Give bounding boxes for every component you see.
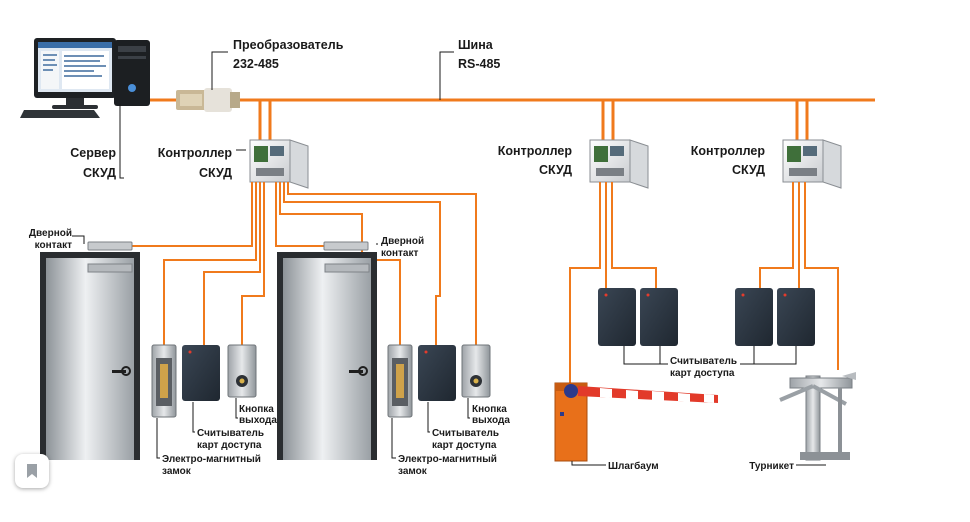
svg-text:Контроллер: Контроллер xyxy=(498,144,573,158)
svg-text:Шлагбаум: Шлагбаум xyxy=(608,460,659,472)
svg-text:Электро-магнитный: Электро-магнитный xyxy=(398,454,497,465)
svg-text:карт доступа: карт доступа xyxy=(197,440,262,451)
svg-text:карт доступа: карт доступа xyxy=(670,368,735,379)
card-reader-turnstile-a xyxy=(735,288,773,346)
svg-text:Преобразователь: Преобразователь xyxy=(233,38,344,52)
rs485-bus xyxy=(150,98,875,140)
svg-text:Считыватель: Считыватель xyxy=(432,428,499,439)
exit-button-1 xyxy=(227,344,257,398)
svg-text:Дверной: Дверной xyxy=(29,228,72,239)
leader-lines xyxy=(72,51,826,466)
turnstile xyxy=(779,372,856,461)
converter-232-485 xyxy=(176,88,240,112)
exit-button-1-label: Кнопка выхода xyxy=(239,404,277,426)
controller-3-label: Контроллер СКУД xyxy=(691,144,766,177)
server-computer xyxy=(20,38,150,118)
controller-1-label: Контроллер СКУД xyxy=(158,146,233,180)
svg-text:контакт: контакт xyxy=(35,240,72,251)
door-1 xyxy=(40,252,140,460)
svg-text:замок: замок xyxy=(162,466,192,477)
svg-text:СКУД: СКУД xyxy=(539,163,572,177)
controller-box-2 xyxy=(589,139,649,189)
bus-label: Шина RS-485 xyxy=(458,38,500,71)
svg-text:Контроллер: Контроллер xyxy=(691,144,766,158)
lock-1-label: Электро-магнитный замок xyxy=(162,454,261,477)
barrier-label: Шлагбаум xyxy=(608,460,659,472)
controller-box-1 xyxy=(249,139,309,189)
svg-text:Сервер: Сервер xyxy=(70,146,116,160)
svg-text:232-485: 232-485 xyxy=(233,57,279,71)
svg-text:СКУД: СКУД xyxy=(83,166,116,180)
svg-text:СКУД: СКУД xyxy=(199,166,232,180)
svg-text:Дверной: Дверной xyxy=(381,236,424,247)
svg-text:карт доступа: карт доступа xyxy=(432,440,497,451)
controller-2-label: Контроллер СКУД xyxy=(498,144,573,177)
controller-1-wiring xyxy=(132,182,477,345)
lock-2-label: Электро-магнитный замок xyxy=(398,454,497,477)
bookmark-icon xyxy=(27,464,37,478)
converter-label: Преобразователь 232-485 xyxy=(233,38,344,71)
server-label: Сервер СКУД xyxy=(70,146,116,180)
svg-text:Электро-магнитный: Электро-магнитный xyxy=(162,454,261,465)
svg-text:контакт: контакт xyxy=(381,248,418,259)
bookmark-button[interactable] xyxy=(15,454,49,488)
card-reader-barrier-a xyxy=(598,288,636,346)
controller-2-wiring xyxy=(569,182,657,385)
reader-2-label: Считыватель карт доступа xyxy=(432,428,499,451)
svg-text:Шина: Шина xyxy=(458,38,494,52)
door-contact-2-label: Дверной контакт xyxy=(381,236,424,259)
svg-text:выхода: выхода xyxy=(472,415,510,426)
svg-text:RS-485: RS-485 xyxy=(458,57,500,71)
svg-text:замок: замок xyxy=(398,466,428,477)
card-reader-door-1 xyxy=(182,345,220,401)
card-reader-barrier-b xyxy=(640,288,678,346)
door-contact-1-label: Дверной контакт xyxy=(29,228,72,251)
controller-box-3 xyxy=(782,139,842,189)
controller-3-wiring xyxy=(759,182,839,370)
electromagnetic-lock-1 xyxy=(151,344,177,418)
svg-text:Кнопка: Кнопка xyxy=(239,404,274,415)
barrier-readers-label: Считыватель карт доступа xyxy=(670,356,737,379)
door-2 xyxy=(277,252,377,460)
svg-text:Турникет: Турникет xyxy=(749,461,794,472)
barrier-gate xyxy=(554,382,718,462)
svg-text:Считыватель: Считыватель xyxy=(197,428,264,439)
svg-text:выхода: выхода xyxy=(239,415,277,426)
reader-1-label: Считыватель карт доступа xyxy=(197,428,264,451)
door-contact-1 xyxy=(87,241,133,251)
svg-text:Контроллер: Контроллер xyxy=(158,146,233,160)
door-contact-2 xyxy=(323,241,369,251)
card-reader-door-2 xyxy=(418,345,456,401)
electromagnetic-lock-2 xyxy=(387,344,413,418)
exit-button-2 xyxy=(461,344,491,398)
exit-button-2-label: Кнопка выхода xyxy=(472,404,510,426)
svg-text:СКУД: СКУД xyxy=(732,163,765,177)
turnstile-label: Турникет xyxy=(749,461,794,472)
card-reader-turnstile-b xyxy=(777,288,815,346)
svg-text:Кнопка: Кнопка xyxy=(472,404,507,415)
svg-text:Считыватель: Считыватель xyxy=(670,356,737,367)
